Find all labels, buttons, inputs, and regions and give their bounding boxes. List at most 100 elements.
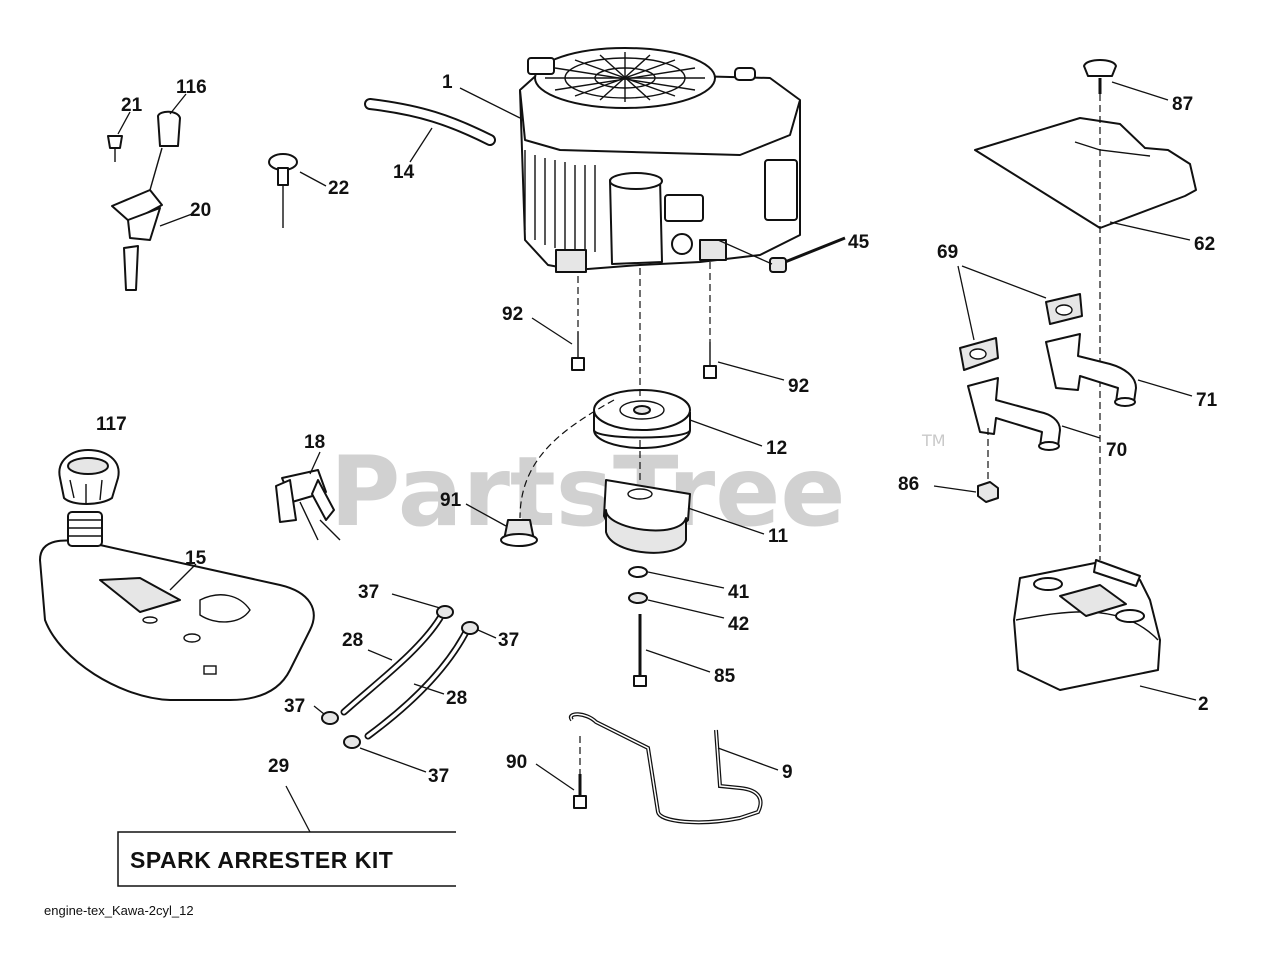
clutch-part-11[interactable] (603, 479, 691, 554)
callout-45[interactable]: 45 (848, 232, 870, 253)
callout-116[interactable]: 116 (176, 77, 207, 98)
leader-69a (957, 265, 975, 341)
screw-part-21[interactable] (107, 135, 123, 162)
pulley-part-12[interactable] (593, 389, 691, 449)
callout-92a[interactable]: 92 (502, 304, 523, 325)
knob-part-116[interactable] (157, 110, 181, 147)
leader-37d (359, 747, 427, 773)
leader-12 (689, 419, 763, 447)
leader-20 (159, 213, 193, 227)
callout-2[interactable]: 2 (1198, 694, 1209, 715)
bolt-part-92a[interactable] (571, 332, 585, 371)
leader-21 (117, 111, 131, 135)
bolt-part-87[interactable] (1083, 59, 1117, 94)
clamp-part-37d[interactable] (343, 735, 361, 749)
callout-86[interactable]: 86 (898, 474, 919, 495)
callout-117[interactable]: 18 (304, 432, 325, 453)
watermark-brand: PartsTree (330, 436, 845, 548)
fuel-valve-part-117[interactable] (275, 469, 341, 541)
leader-91 (465, 503, 507, 527)
spark-arrester-kit-label: SPARK ARRESTER KIT (130, 847, 393, 873)
leader-9 (717, 747, 779, 771)
exhaust-pipe-part-71[interactable] (1045, 333, 1137, 407)
callout-69[interactable]: 69 (937, 242, 958, 263)
clamp-part-37b[interactable] (461, 621, 479, 635)
leader-85 (645, 649, 711, 673)
clamp-part-37a[interactable] (436, 605, 454, 619)
callout-20[interactable]: 20 (190, 200, 211, 221)
fuel-tank-part-15[interactable] (39, 511, 315, 701)
callout-9[interactable]: 9 (782, 762, 793, 783)
leader-2 (1139, 685, 1197, 701)
bracket-part-9[interactable] (568, 712, 763, 825)
callout-14[interactable]: 14 (393, 162, 415, 183)
callout-41[interactable]: 41 (728, 582, 750, 603)
leader-92a (531, 317, 573, 345)
callout-71[interactable]: 71 (1196, 390, 1218, 411)
diagram-caption: engine-tex_Kawa-2cyl_12 (44, 903, 194, 918)
grommet-part-91[interactable] (500, 519, 538, 547)
callout-15[interactable]: 15 (185, 548, 207, 569)
washer-part-42[interactable] (628, 592, 648, 604)
leader-41 (647, 571, 725, 589)
leader-69b (961, 265, 1047, 299)
lever-assembly-part-20[interactable] (111, 147, 163, 291)
washer-part-41[interactable] (628, 566, 648, 578)
bolt-part-90[interactable] (573, 774, 587, 809)
muffler-part-2[interactable] (1013, 559, 1161, 691)
callout-18[interactable]: 117 (96, 414, 127, 435)
callout-37b[interactable]: 37 (498, 630, 519, 651)
leader-42 (647, 599, 725, 619)
leader-45 (717, 239, 773, 265)
callout-21[interactable]: 21 (121, 95, 143, 116)
bolt-part-92b[interactable] (703, 342, 717, 379)
callout-28a[interactable]: 28 (342, 630, 363, 651)
fuel-cap-part-18[interactable] (58, 449, 120, 505)
gasket-part-69a[interactable] (959, 337, 999, 371)
leader-37b (477, 629, 497, 639)
callout-92b[interactable]: 92 (788, 376, 809, 397)
callout-29[interactable]: 29 (268, 756, 289, 777)
leader-22 (299, 171, 327, 187)
nut-part-86[interactable] (977, 481, 999, 503)
callout-91[interactable]: 91 (440, 490, 462, 511)
callout-12[interactable]: 12 (766, 438, 787, 459)
callout-90[interactable]: 90 (506, 752, 527, 773)
clamp-part-37c[interactable] (321, 711, 339, 725)
axis-grommet (519, 399, 615, 519)
spark-arrester-kit-box[interactable]: SPARK ARRESTER KIT (117, 831, 456, 887)
leader-116 (169, 93, 187, 115)
watermark-trademark: TM (921, 431, 946, 450)
gasket-part-69b[interactable] (1045, 293, 1083, 325)
leader-70 (1061, 425, 1101, 439)
exhaust-pipe-part-70[interactable] (967, 377, 1061, 451)
callout-37a[interactable]: 37 (358, 582, 379, 603)
leader-37a (391, 593, 441, 609)
callout-28b[interactable]: 28 (446, 688, 467, 709)
leader-71 (1137, 379, 1193, 397)
spark-wire-part-45[interactable] (769, 236, 846, 273)
heat-shield-part-62[interactable] (974, 117, 1197, 229)
breather-tube-part-14[interactable] (364, 98, 496, 146)
callout-70[interactable]: 70 (1106, 440, 1127, 461)
engine-part-1[interactable] (519, 47, 801, 273)
leader-92b (717, 361, 785, 381)
callout-22[interactable]: 22 (328, 178, 349, 199)
callout-62[interactable]: 62 (1194, 234, 1215, 255)
callout-11[interactable]: 11 (768, 526, 789, 547)
leader-29 (285, 785, 311, 833)
leader-28a (367, 649, 393, 661)
fuel-hose-part-28a[interactable] (340, 614, 444, 716)
fuel-hose-part-28b[interactable] (364, 628, 470, 740)
callout-1[interactable]: 1 (442, 72, 453, 93)
bolt-part-85[interactable] (633, 614, 647, 687)
callout-37d[interactable]: 37 (428, 766, 449, 787)
dipstick-part-22[interactable] (268, 153, 298, 228)
callout-42[interactable]: 42 (728, 614, 749, 635)
callout-87[interactable]: 87 (1172, 94, 1193, 115)
callout-37c[interactable]: 37 (284, 696, 305, 717)
leader-117 (309, 451, 321, 475)
callout-85[interactable]: 85 (714, 666, 736, 687)
leader-87 (1111, 81, 1169, 101)
